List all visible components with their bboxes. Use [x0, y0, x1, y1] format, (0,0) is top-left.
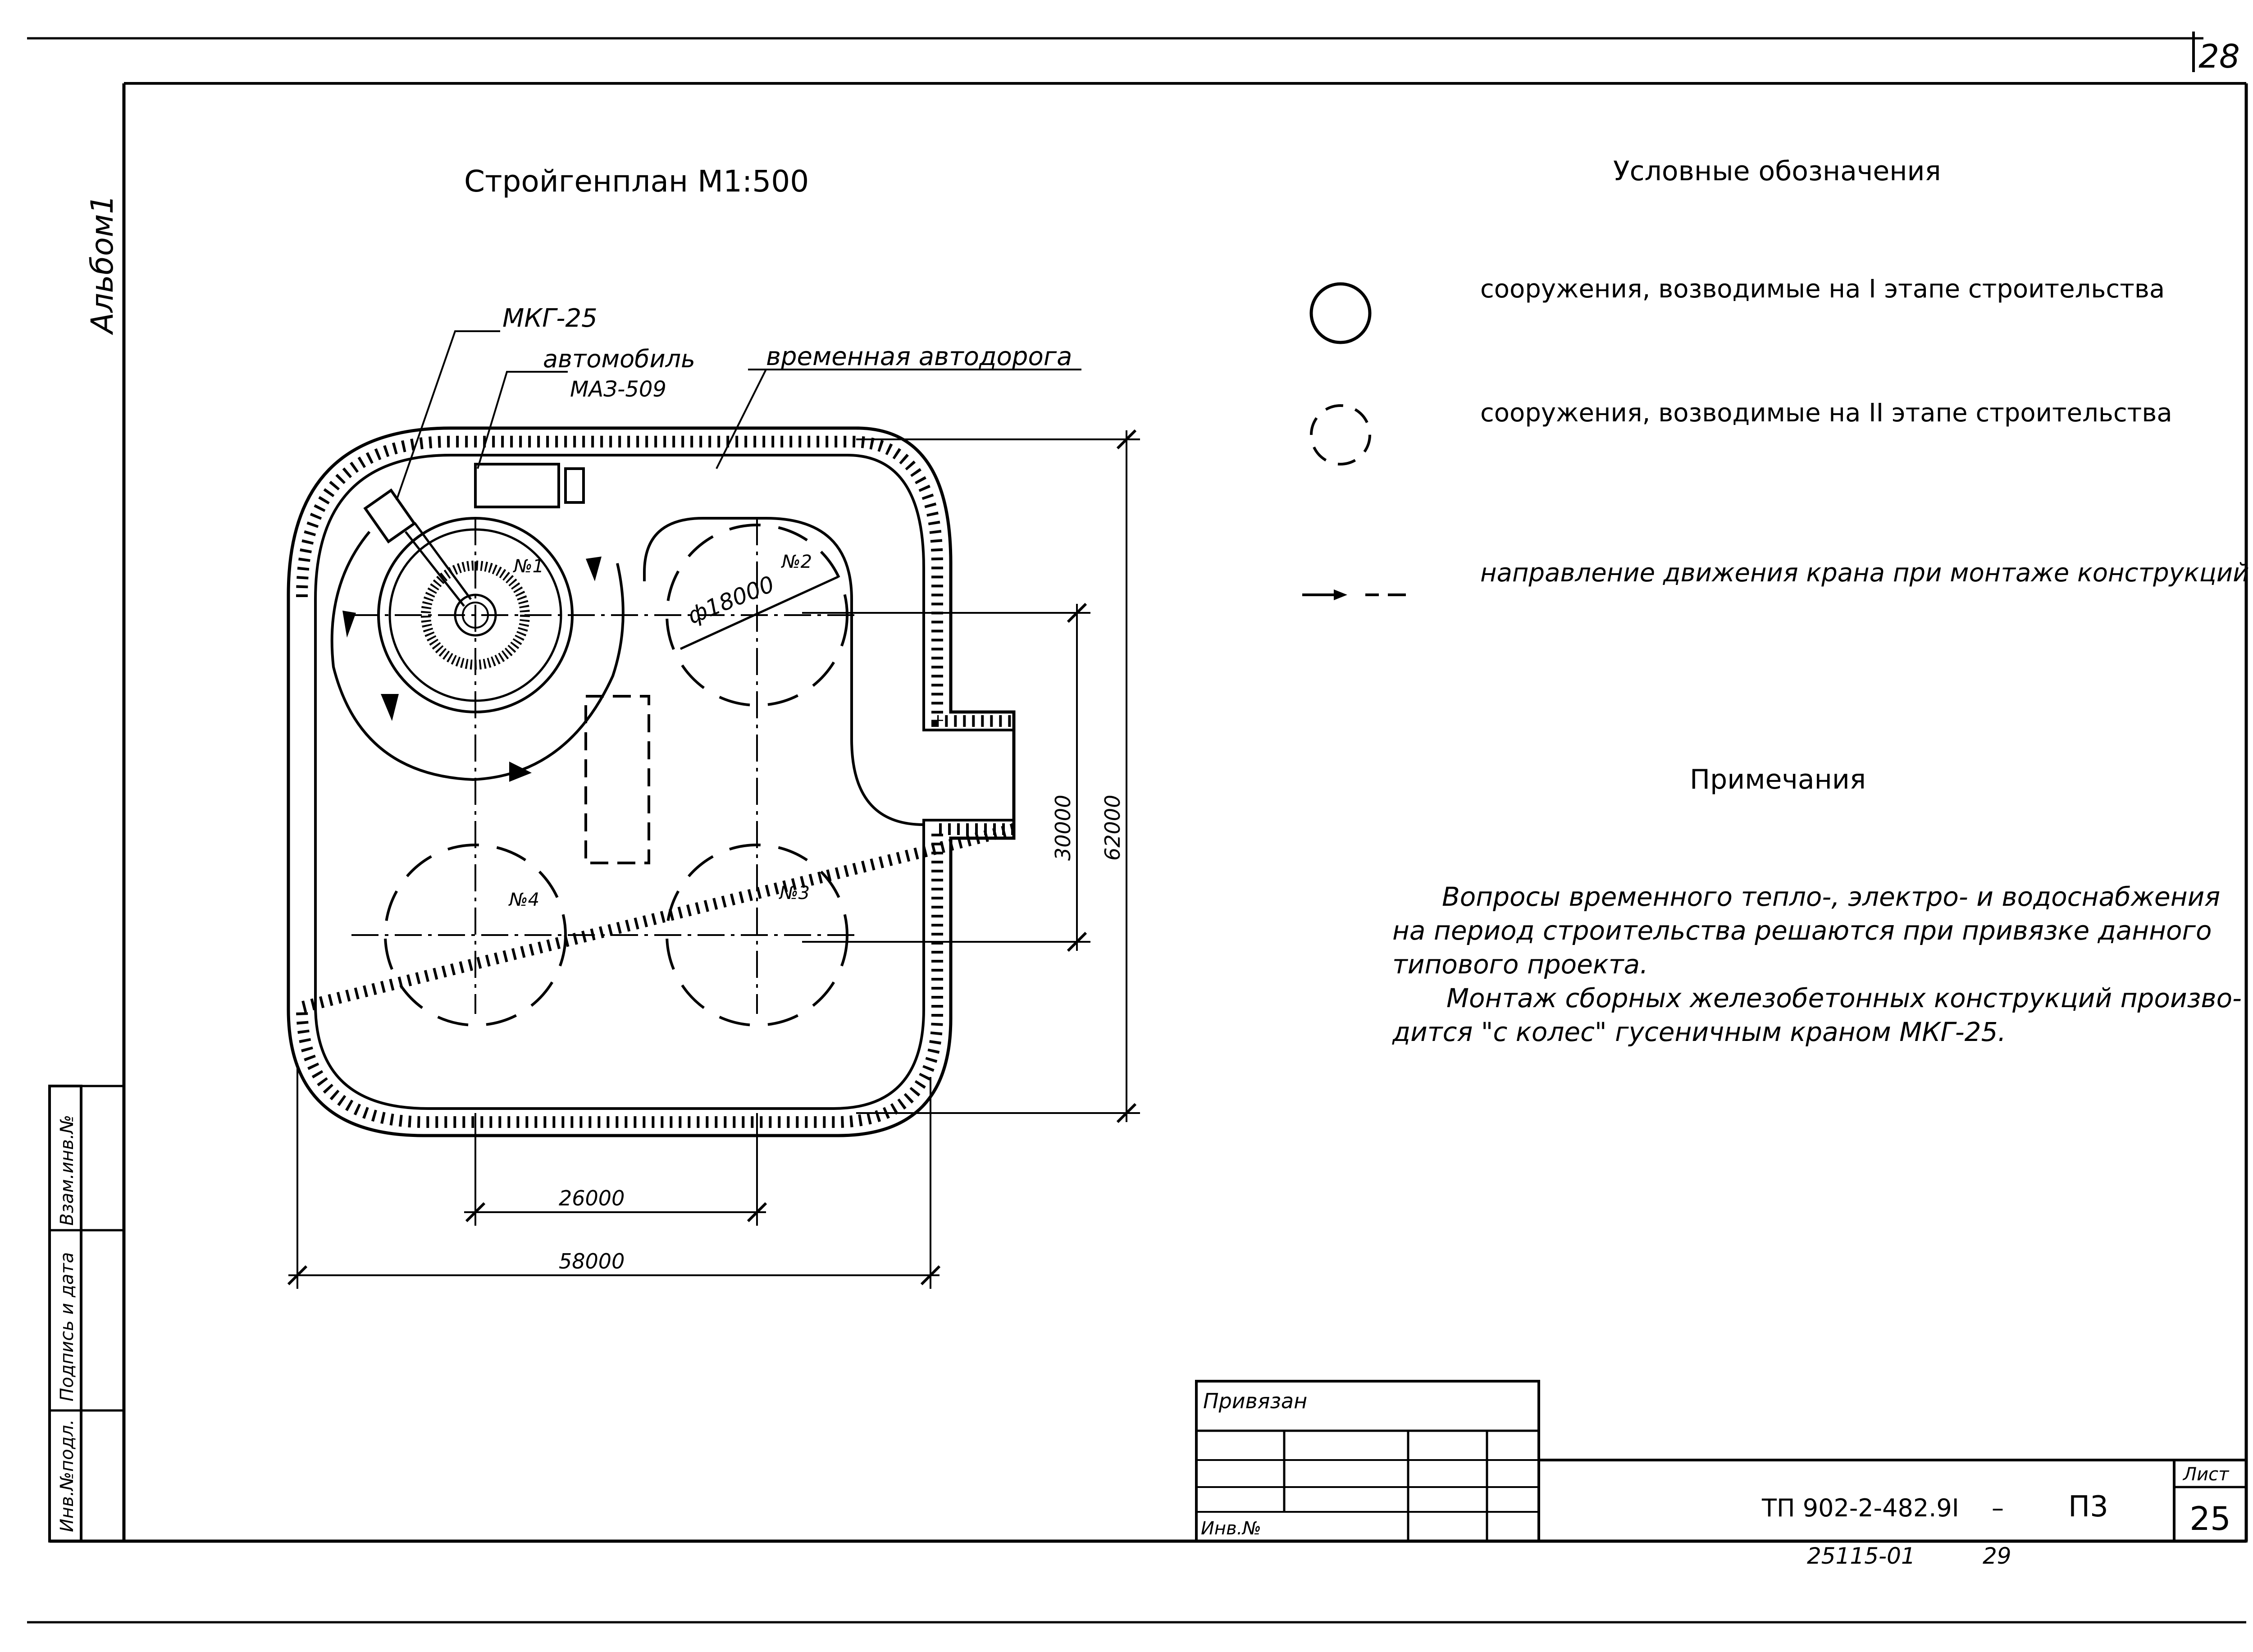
- axis-lines: [351, 518, 856, 1014]
- diameter-line: [680, 575, 839, 650]
- truck-body: [474, 463, 560, 508]
- doc-dash: –: [1992, 1494, 2004, 1522]
- driveway-loop: [643, 517, 924, 826]
- album-label: Альбом1: [85, 195, 120, 335]
- legend-title: Условные обозначения: [1613, 155, 1941, 187]
- dim-26000: 26000: [559, 1186, 625, 1210]
- crane-label: МКГ-25: [502, 304, 597, 333]
- stamp-sign-date: Подпись и дата: [57, 1252, 78, 1401]
- tank-3: [666, 844, 848, 1027]
- tank-1-outer: [377, 517, 574, 713]
- road-label: временная автодорога: [766, 342, 1072, 371]
- truck-model: МАЗ-509: [570, 377, 666, 402]
- title-block: [1195, 1380, 2248, 1542]
- crane-boom: [405, 531, 465, 607]
- legend-dashed-arrow-icon: [1302, 589, 1406, 600]
- legend-item-2: сооружения, возводимые на II этапе строи…: [1480, 398, 2172, 428]
- notes-line-3: типового проекта.: [1392, 949, 1648, 980]
- sheet-frame: [27, 32, 2248, 1624]
- archive-code: 25115-01: [1807, 1543, 1916, 1569]
- crane-direction-arrows: [342, 557, 602, 782]
- notes-line-1: Вопросы временного тепло-, электро- и во…: [1442, 881, 2220, 912]
- side-stamp: Взам.инв.№ Подпись и дата Инв.№подл.: [48, 1085, 124, 1542]
- notes-line-5: дится "с колес" гусеничным краном МКГ-25…: [1392, 1017, 2006, 1047]
- plan-title: Стройгенплан М1:500: [464, 164, 809, 199]
- section-code: П3: [2068, 1490, 2108, 1524]
- road-hatching: [296, 436, 1016, 1128]
- sheet-number: 25: [2189, 1500, 2231, 1538]
- tank-2: [666, 524, 848, 707]
- diameter-label: ф18000: [684, 571, 778, 629]
- stamp-inv-orig: Инв.№подл.: [57, 1419, 78, 1532]
- storage-area: [584, 695, 650, 864]
- doc-code: ТП 902-2-482.9I: [1761, 1494, 1959, 1522]
- stamp-inv-replace: Взам.инв.№: [57, 1115, 78, 1226]
- page-number: 28: [2198, 37, 2240, 75]
- notes-line-4: Монтаж сборных железобетонных конструкци…: [1446, 983, 2242, 1013]
- tank-3-label: №3: [779, 883, 810, 904]
- leader-lines: [396, 330, 1081, 501]
- archive-number: 29: [1983, 1543, 2011, 1569]
- bound-label: Привязан: [1203, 1389, 1307, 1413]
- dim-62000: 62000: [1100, 795, 1125, 861]
- road-outer-edge: [287, 426, 1016, 1137]
- tank-4: [384, 844, 567, 1027]
- site-plan: [287, 426, 1016, 1137]
- legend-solid-circle-icon: [1309, 282, 1372, 344]
- tank-2-label: №2: [781, 552, 812, 572]
- dimension-ticks: [287, 429, 1137, 1286]
- tank-1-label: №1: [513, 556, 544, 577]
- dimension-lines: [288, 430, 1140, 1289]
- tank-4-label: №4: [508, 890, 539, 910]
- legend-item-3: направление движения крана при монтаже к…: [1480, 558, 2249, 588]
- inv-label: Инв.№: [1201, 1518, 1261, 1539]
- notes-line-2: на период строительства решаются при при…: [1392, 915, 2212, 946]
- dim-30000: 30000: [1051, 795, 1075, 861]
- crane-path: [330, 531, 625, 781]
- crane-boom-2: [413, 522, 472, 600]
- truck-cab: [564, 467, 585, 504]
- notes-title: Примечания: [1690, 764, 1866, 795]
- legend-dashed-circle-icon: [1310, 404, 1371, 465]
- dim-58000: 58000: [559, 1249, 625, 1273]
- truck-label: автомобиль: [543, 345, 695, 373]
- tank-1-dome: [421, 561, 530, 670]
- tank-1-inner: [388, 528, 562, 702]
- crane-body: [363, 488, 416, 544]
- road-inner-edge: [314, 454, 1015, 1110]
- sheet-label: Лист: [2182, 1464, 2230, 1485]
- legend-item-1: сооружения, возводимые на I этапе строит…: [1480, 274, 2165, 304]
